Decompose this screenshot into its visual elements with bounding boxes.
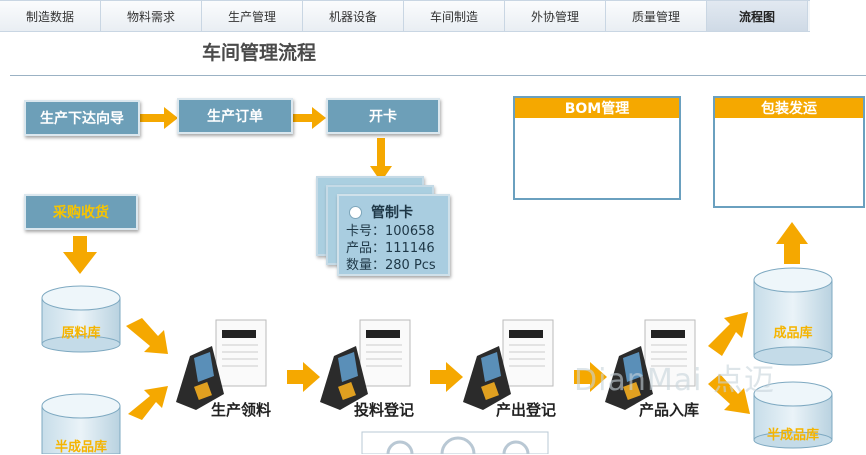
scanner-step-2 xyxy=(320,319,411,410)
step-product-warehousing: 产品入库 xyxy=(639,401,700,419)
box-purchase-receipt[interactable]: 采购收货 xyxy=(24,194,138,230)
shipping-panel-title: 包装发运 xyxy=(715,98,863,118)
box-open-card[interactable]: 开卡 xyxy=(326,98,440,134)
card-hole-icon xyxy=(349,206,362,219)
box-production-release-wizard[interactable]: 生产下达向导 xyxy=(24,100,140,136)
step-output-registration: 产出登记 xyxy=(496,401,557,419)
box-production-order[interactable]: 生产订单 xyxy=(177,98,293,134)
arrow-down-to-card xyxy=(370,138,392,182)
title-divider xyxy=(10,75,866,76)
arrow-step-3 xyxy=(574,362,607,392)
card-quantity: 数量：280 Pcs xyxy=(346,258,436,273)
arrow-right-1 xyxy=(138,107,178,129)
arrow-step-2 xyxy=(430,362,463,392)
arrow-to-finished xyxy=(708,312,748,356)
tab-workshop-manufacturing[interactable]: 车间制造 xyxy=(404,1,505,31)
step-feeding-registration: 投料登记 xyxy=(354,401,415,419)
page-title: 车间管理流程 xyxy=(202,42,317,64)
card-title: 管制卡 xyxy=(371,205,413,221)
packaging-shipping-panel[interactable]: 包装发运 xyxy=(713,96,865,208)
raw-material-store-label: 原料库 xyxy=(61,326,101,341)
card-product: 产品：111146 xyxy=(346,241,435,256)
arrow-to-semi-right xyxy=(708,374,750,414)
arrow-down-to-raw xyxy=(63,236,97,274)
tab-manufacturing-data[interactable]: 制造数据 xyxy=(0,1,101,31)
finished-goods-store-label: 成品库 xyxy=(773,326,813,341)
card-number: 卡号：100658 xyxy=(346,224,435,239)
scanner-step-1 xyxy=(176,319,267,410)
semi-finished-store-left-label: 半成品库 xyxy=(54,440,107,455)
step-material-picking: 生产领料 xyxy=(211,401,272,419)
arrow-right-2 xyxy=(292,107,326,129)
arrow-step-1 xyxy=(287,362,320,392)
cylinder-finished xyxy=(753,267,833,366)
tab-material-requirements[interactable]: 物料需求 xyxy=(101,1,202,31)
bom-management-panel[interactable]: BOM管理 xyxy=(513,96,681,200)
semi-finished-store-right-label: 半成品库 xyxy=(766,428,819,443)
control-card: 管制卡 卡号：100658 产品：111146 数量：280 Pcs xyxy=(337,194,450,276)
arrow-semi-to-picking xyxy=(128,386,168,420)
nav-tabs: 制造数据 物料需求 生产管理 机器设备 车间制造 外协管理 质量管理 流程图 xyxy=(0,0,810,32)
cylinder-semi-left xyxy=(41,393,121,454)
tab-machine-equipment[interactable]: 机器设备 xyxy=(303,1,404,31)
scanner-step-3 xyxy=(463,319,554,410)
tab-quality-management[interactable]: 质量管理 xyxy=(606,1,707,31)
tab-outsourcing-management[interactable]: 外协管理 xyxy=(505,1,606,31)
watermark-logo: DianMai 点迈 xyxy=(574,363,775,398)
tab-production-management[interactable]: 生产管理 xyxy=(202,1,303,31)
cylinder-raw xyxy=(41,285,121,353)
arrow-raw-to-picking xyxy=(126,318,168,354)
arrow-up-to-shipping xyxy=(776,222,808,264)
gear-strip xyxy=(361,431,549,454)
bom-panel-title: BOM管理 xyxy=(515,98,679,118)
scanner-step-4 xyxy=(605,319,696,410)
cylinder-semi-right xyxy=(753,381,833,449)
tab-flowchart[interactable]: 流程图 xyxy=(707,1,808,31)
